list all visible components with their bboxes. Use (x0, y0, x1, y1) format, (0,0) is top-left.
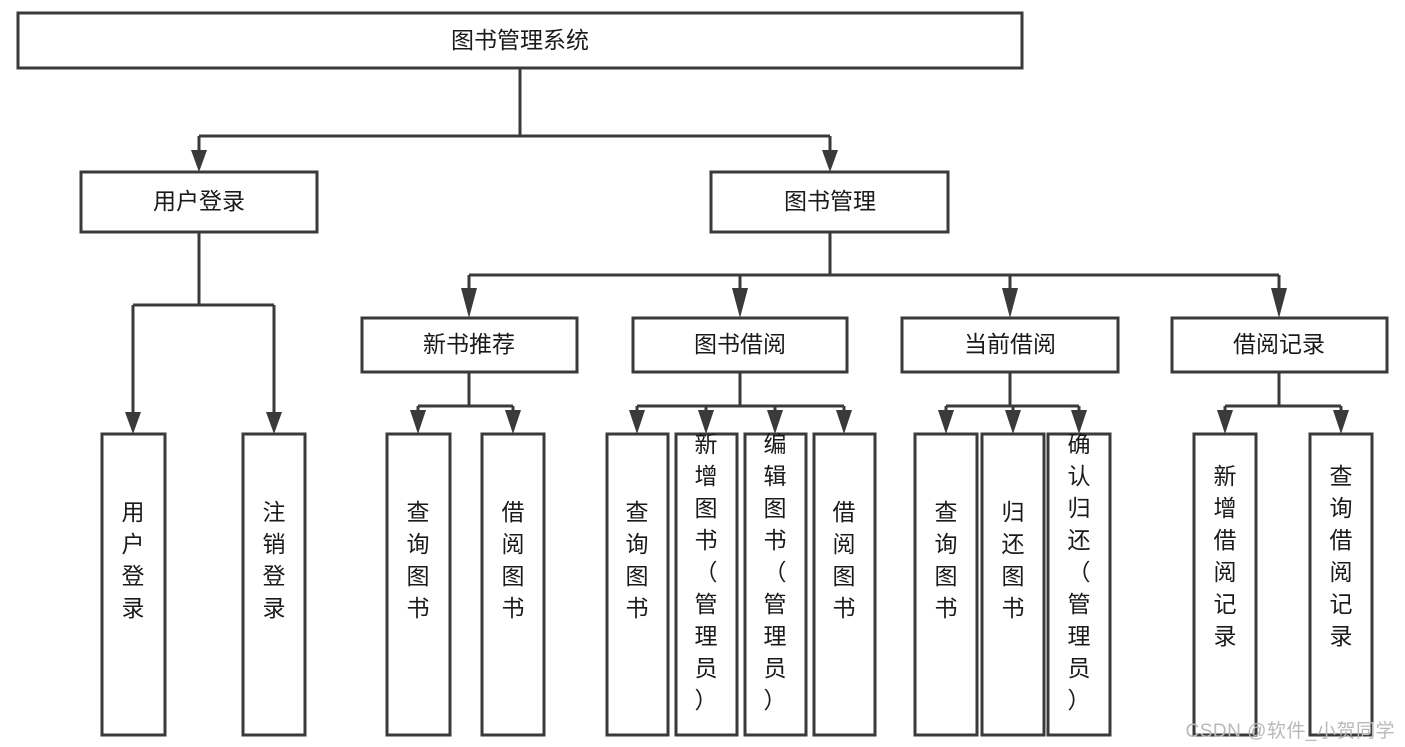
leaf-label-bb-borrow-book: 借阅图书 (833, 499, 856, 621)
arrow-head-br-leaf1 (1217, 410, 1233, 434)
leaf-node[interactable]: 查询图书 (913, 432, 979, 737)
node-user-login[interactable]: 用户登录 (79, 170, 319, 234)
connectors (125, 68, 1349, 434)
arrow-head-nb-leaf1 (410, 410, 426, 434)
leaf-node[interactable]: 归还图书 (980, 432, 1046, 737)
new-book-recommend-box[interactable] (360, 316, 579, 374)
arrow-head-leaf-user-login (125, 412, 141, 434)
arrow-head-cb-leaf1 (938, 410, 954, 434)
leaf-label-br-add-record: 新增借阅记录 (1214, 463, 1237, 649)
leaf-label-nb-borrow-book: 借阅图书 (502, 499, 525, 621)
current-borrow-label: 当前借阅 (964, 331, 1056, 357)
leaf-box-bb-query-book[interactable] (605, 432, 670, 737)
leaf-node[interactable]: 确认归还（管理员） (1046, 431, 1112, 737)
leaf-label-cb-confirm-return: 确认归还（管理员） (1068, 431, 1091, 713)
leaf-node[interactable]: 借阅图书 (480, 432, 546, 737)
leaf-box-nb-borrow-book[interactable] (480, 432, 546, 737)
arrow-head-book-borrow (732, 288, 748, 318)
arrow-head-br-leaf2 (1333, 410, 1349, 434)
arrow-head-bb-leaf2 (698, 410, 714, 434)
arrow-head-book-manage (822, 150, 838, 172)
leaf-node[interactable]: 用户登录 (100, 432, 167, 737)
book-manage-box[interactable] (709, 170, 950, 234)
leaf-label-user-login: 用户登录 (122, 499, 145, 621)
node-new-book-recommend[interactable]: 新书推荐 (360, 316, 579, 374)
leaf-box-bb-edit-book[interactable] (743, 432, 808, 737)
leaf-label-logout-login: 注销登录 (263, 499, 286, 621)
leaf-box-bb-borrow-book[interactable] (812, 432, 877, 737)
leaf-box-user-login[interactable] (100, 432, 167, 737)
node-book-borrow[interactable]: 图书借阅 (631, 316, 849, 374)
arrow-head-current-borrow (1002, 288, 1018, 318)
arrow-head-bb-leaf4 (836, 410, 852, 434)
leaf-label-nb-query-book: 查询图书 (407, 499, 430, 621)
leaf-label-cb-return-book: 归还图书 (1002, 499, 1025, 621)
arrow-head-borrow-record (1271, 288, 1287, 318)
arrow-head-bb-leaf1 (629, 410, 645, 434)
leaf-node[interactable]: 新增图书（管理员） (674, 431, 739, 737)
arrow-head-leaf-logout-login (266, 412, 282, 434)
leaf-label-br-query-record: 查询借阅记录 (1330, 463, 1353, 649)
root-label: 图书管理系统 (451, 27, 589, 53)
watermark-text: CSDN @软件_小贺同学 (1185, 721, 1395, 742)
leaf-label-cb-query-book: 查询图书 (935, 499, 958, 621)
leaf-label-bb-add-book: 新增图书（管理员） (695, 431, 718, 713)
node-root-system[interactable]: 图书管理系统 (16, 11, 1024, 70)
leaf-box-cb-return-book[interactable] (980, 432, 1046, 737)
leaf-box-cb-confirm-return[interactable] (1046, 432, 1112, 737)
user-login-label: 用户登录 (153, 188, 245, 214)
leaf-box-nb-query-book[interactable] (385, 432, 452, 737)
leaf-label-bb-query-book: 查询图书 (626, 499, 649, 621)
current-borrow-box[interactable] (900, 316, 1120, 374)
book-manage-label: 图书管理 (784, 188, 876, 214)
leaf-node[interactable]: 新增借阅记录 (1192, 432, 1258, 737)
leaf-box-cb-query-book[interactable] (913, 432, 979, 737)
arrow-head-nb-leaf2 (505, 410, 521, 434)
borrow-record-label: 借阅记录 (1233, 331, 1325, 357)
book-borrow-label: 图书借阅 (694, 331, 786, 357)
node-borrow-record[interactable]: 借阅记录 (1170, 316, 1389, 374)
leaf-box-bb-add-book[interactable] (674, 432, 739, 737)
arrow-head-cb-leaf3 (1071, 410, 1087, 434)
arrow-head-cb-leaf2 (1005, 410, 1021, 434)
root-box[interactable] (16, 11, 1024, 70)
leaf-box-logout-login[interactable] (241, 432, 307, 737)
new-book-recommend-label: 新书推荐 (423, 331, 515, 357)
leaf-node[interactable]: 借阅图书 (812, 432, 877, 737)
node-current-borrow[interactable]: 当前借阅 (900, 316, 1120, 374)
leaf-label-bb-edit-book: 编辑图书（管理员） (764, 431, 787, 713)
leaf-node[interactable]: 注销登录 (241, 432, 307, 737)
borrow-record-box[interactable] (1170, 316, 1389, 374)
leaf-node[interactable]: 查询借阅记录 (1308, 432, 1374, 737)
leaf-box-br-add-record[interactable] (1192, 432, 1258, 737)
leaf-box-br-query-record[interactable] (1308, 432, 1374, 737)
book-borrow-box[interactable] (631, 316, 849, 374)
node-book-manage[interactable]: 图书管理 (709, 170, 950, 234)
leaf-node[interactable]: 查询图书 (385, 432, 452, 737)
leaf-node[interactable]: 查询图书 (605, 432, 670, 737)
arrow-head-new-book (461, 288, 477, 318)
leaf-node[interactable]: 编辑图书（管理员） (743, 431, 808, 737)
arrow-head-bb-leaf3 (767, 410, 783, 434)
arrow-head-user-login (191, 150, 207, 172)
user-login-box[interactable] (79, 170, 319, 234)
